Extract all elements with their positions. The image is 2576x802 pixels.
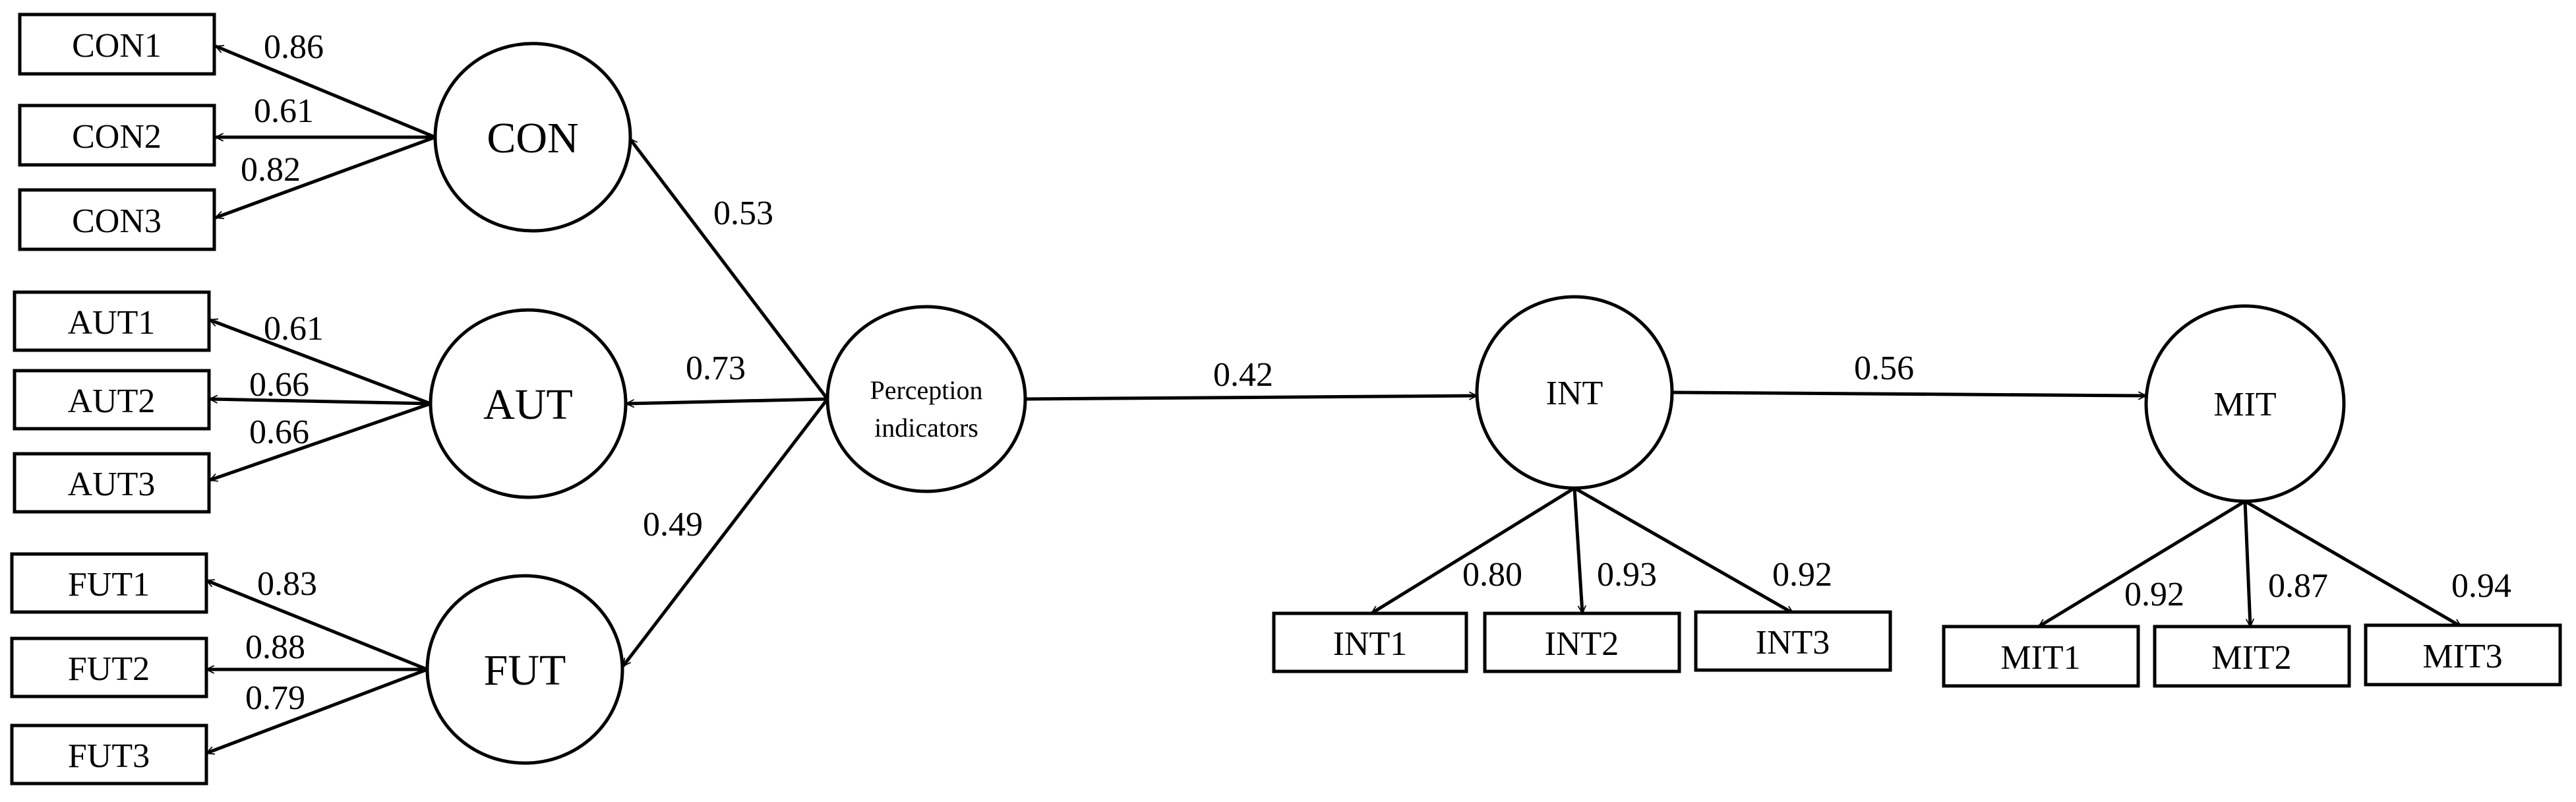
edge-perc-fut xyxy=(622,398,829,666)
indicator-mit3-label: MIT3 xyxy=(2422,638,2502,675)
latent-con-label: CON xyxy=(487,114,578,162)
latent-perception-line2: indicators xyxy=(874,413,978,443)
weight-int2: 0.93 xyxy=(1597,556,1657,594)
indicator-fut3-label: FUT3 xyxy=(68,737,150,775)
indicator-con1: CON1 xyxy=(18,13,216,76)
indicator-aut2-label: AUT2 xyxy=(68,383,156,420)
indicator-int2-label: INT2 xyxy=(1545,625,1619,663)
weight-aut2: 0.66 xyxy=(249,366,309,404)
weight-mit2: 0.87 xyxy=(2268,567,2328,605)
edge-fut-fut3 xyxy=(206,667,428,755)
weight-mit1: 0.92 xyxy=(2124,576,2184,613)
edge-fut-fut1 xyxy=(206,578,428,671)
edge-aut-aut1 xyxy=(210,318,431,406)
edge-con-con3 xyxy=(216,135,436,220)
latent-int: INT xyxy=(1475,295,1674,490)
indicator-int1: INT1 xyxy=(1272,611,1468,673)
indicator-int3: INT3 xyxy=(1694,610,1892,672)
indicator-mit1-label: MIT1 xyxy=(2000,639,2080,677)
weight-perc-fut: 0.49 xyxy=(643,506,703,543)
edge-aut-aut3 xyxy=(210,402,431,480)
indicator-int3-label: INT3 xyxy=(1756,624,1830,662)
weight-perc-aut: 0.73 xyxy=(686,350,746,387)
edge-int-mit xyxy=(1671,390,2146,396)
weight-fut1: 0.83 xyxy=(257,565,317,603)
indicator-con3: CON3 xyxy=(18,188,216,251)
latent-perception: Perception indicators xyxy=(825,305,1027,493)
latent-mit: MIT xyxy=(2144,304,2346,503)
indicator-con2-label: CON2 xyxy=(72,118,162,156)
indicator-con2: CON2 xyxy=(18,104,216,167)
indicator-con3-label: CON3 xyxy=(72,202,162,240)
indicator-aut1-label: AUT1 xyxy=(68,304,156,342)
weight-labels: 0.86 0.61 0.82 0.61 0.66 0.66 0.83 0.88 … xyxy=(241,28,2511,717)
weight-fut2: 0.88 xyxy=(245,629,305,666)
edge-perc-aut xyxy=(626,397,828,404)
edge-mit-mit1 xyxy=(2039,499,2246,629)
weight-perc-int: 0.42 xyxy=(1213,356,1273,394)
weight-aut3: 0.66 xyxy=(249,414,309,451)
indicator-aut1: AUT1 xyxy=(13,290,211,352)
latent-int-label: INT xyxy=(1546,375,1603,412)
edge-int-int2 xyxy=(1573,487,1582,613)
indicator-aut3: AUT3 xyxy=(13,452,211,514)
latent-perception-line1: Perception xyxy=(870,375,982,405)
edge-mit-mit3 xyxy=(2244,499,2461,629)
indicator-int1-label: INT1 xyxy=(1333,625,1408,663)
weight-fut3: 0.79 xyxy=(245,679,305,717)
indicator-con1-label: CON1 xyxy=(72,27,162,65)
indicator-mit2-label: MIT2 xyxy=(2211,639,2291,677)
edge-aut-aut2 xyxy=(210,399,431,406)
indicator-fut3: FUT3 xyxy=(10,724,208,786)
indicator-aut3-label: AUT3 xyxy=(68,466,156,503)
edge-mit-mit2 xyxy=(2243,501,2250,627)
edges xyxy=(206,44,2461,755)
indicator-fut2-label: FUT2 xyxy=(68,650,150,688)
edge-int-int1 xyxy=(1371,486,1576,615)
indicator-mit3: MIT3 xyxy=(2364,623,2562,687)
edge-perc-con xyxy=(628,139,829,400)
indicator-int2: INT2 xyxy=(1483,611,1681,673)
indicator-aut2: AUT2 xyxy=(13,369,211,431)
indicator-fut2: FUT2 xyxy=(10,636,208,698)
edge-perc-int xyxy=(1025,396,1477,401)
weight-int3: 0.92 xyxy=(1772,556,1832,594)
indicator-mit1: MIT1 xyxy=(1942,625,2140,688)
latent-mit-label: MIT xyxy=(2213,386,2276,423)
latent-aut: AUT xyxy=(429,308,628,499)
weight-con1: 0.86 xyxy=(264,28,324,66)
latent-fut: FUT xyxy=(425,574,624,765)
indicator-mit2: MIT2 xyxy=(2153,625,2351,688)
weight-mit3: 0.94 xyxy=(2451,567,2511,605)
indicator-fut1-label: FUT1 xyxy=(68,566,150,603)
latent-fut-label: FUT xyxy=(484,646,566,694)
latent-con: CON xyxy=(433,42,632,233)
weight-int1: 0.80 xyxy=(1462,556,1522,594)
weight-aut1: 0.61 xyxy=(264,310,324,348)
latent-aut-label: AUT xyxy=(483,381,573,429)
edge-int-int3 xyxy=(1573,486,1793,615)
indicator-fut1: FUT1 xyxy=(10,552,208,614)
weight-con3: 0.82 xyxy=(241,151,301,189)
weight-int-mit: 0.56 xyxy=(1854,350,1914,387)
weight-con2: 0.61 xyxy=(254,92,314,130)
weight-perc-con: 0.53 xyxy=(713,195,773,232)
edge-con-con1 xyxy=(216,44,436,139)
